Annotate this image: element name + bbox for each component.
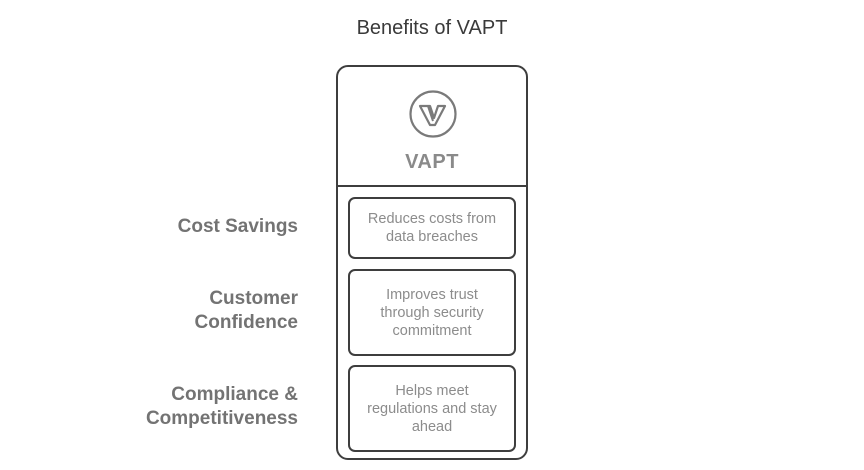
benefit-label-line: Cost Savings xyxy=(177,216,298,237)
benefit-card-cost-savings: Reduces costs from data breaches xyxy=(348,197,516,259)
benefit-label-line: Confidence xyxy=(194,312,298,333)
benefit-label-compliance: Compliance & Competitiveness xyxy=(146,383,298,431)
benefit-label-cost-savings: Cost Savings xyxy=(178,215,298,239)
column-divider xyxy=(338,185,526,187)
benefit-label-line: Competitiveness xyxy=(145,408,298,429)
benefit-label-customer-confidence: Customer Confidence xyxy=(195,287,298,335)
diagram-title: Benefits of VAPT xyxy=(356,17,508,39)
column-name: VAPT xyxy=(405,151,459,173)
benefit-label-line: Compliance & xyxy=(171,384,298,405)
benefit-description: Helps meet regulations and stay ahead xyxy=(367,382,497,435)
vapt-column: VAPT Reduces costs from data breaches Im… xyxy=(336,65,528,460)
vapt-logo-icon xyxy=(409,90,457,138)
benefit-card-customer-confidence: Improves trust through security commitme… xyxy=(348,269,516,356)
benefit-card-compliance: Helps meet regulations and stay ahead xyxy=(348,365,516,452)
benefit-description: Improves trust through security commitme… xyxy=(380,286,484,339)
benefit-label-line: Customer xyxy=(209,288,298,309)
benefit-description: Reduces costs from data breaches xyxy=(367,211,497,245)
